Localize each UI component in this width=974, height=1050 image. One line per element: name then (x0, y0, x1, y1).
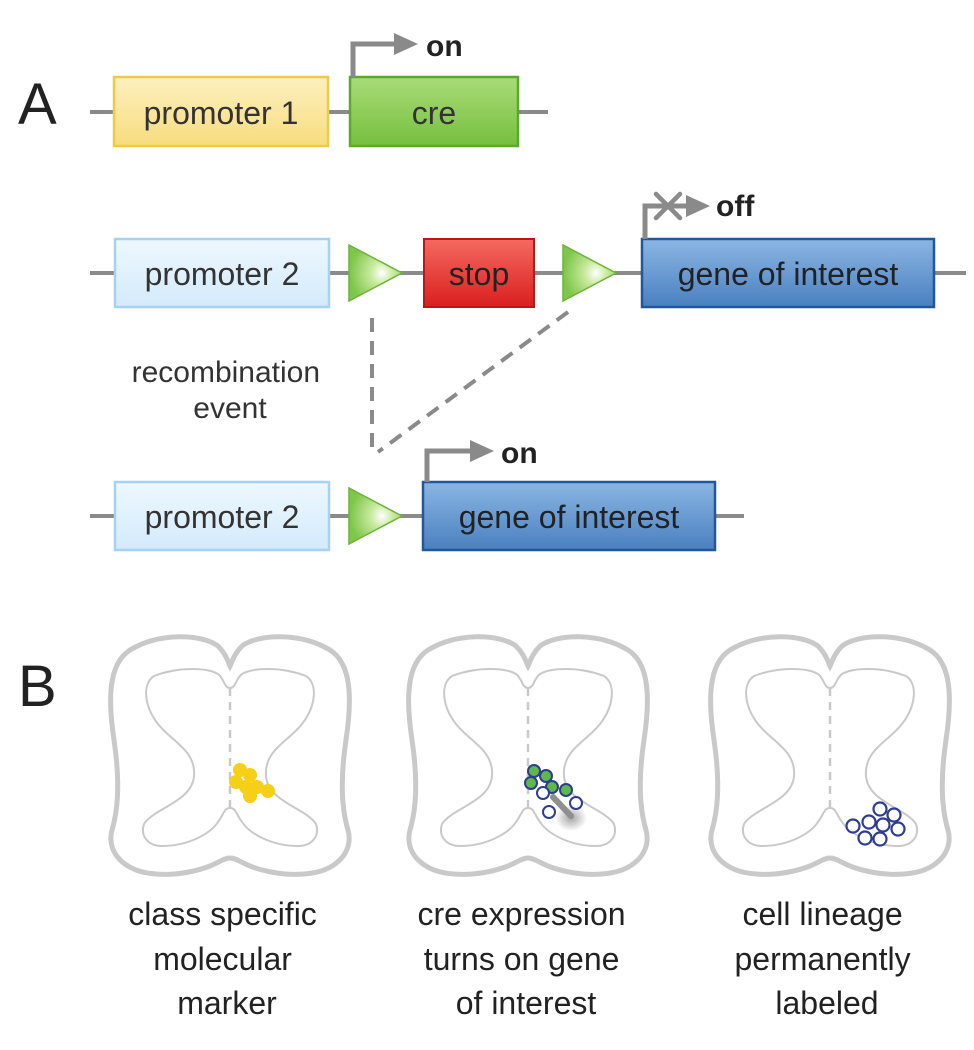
promoter-2-label: promoter 2 (145, 256, 300, 292)
caption-2-line-3: of interest (456, 985, 597, 1021)
spinal-cord-section-3 (711, 637, 950, 875)
stop-label: stop (449, 256, 509, 292)
promoter-1-label: promoter 1 (144, 95, 299, 131)
cre-box (348, 75, 520, 148)
gene-status-off: off (716, 190, 755, 223)
gene-of-interest-box (640, 237, 936, 309)
panel-a-label: A (18, 72, 57, 137)
transcription-arrow-icon (424, 448, 472, 482)
caption-3-line-3: labeled (775, 985, 878, 1021)
caption-1-line-2: molecular (153, 941, 292, 977)
arrowhead-icon (394, 33, 418, 55)
recombination-label-line1: recombination (132, 356, 320, 389)
cre-status-on: on (426, 30, 463, 63)
caption-1: class specific molecular marker (128, 896, 325, 1021)
construct-3: promoter 2 gene of interest on (90, 437, 744, 552)
gene-of-interest-box (421, 480, 717, 552)
promoter-2-label: promoter 2 (145, 499, 300, 535)
promoter-2-box (113, 237, 331, 309)
labeled-lineage-cells (845, 801, 906, 847)
blocked-x-icon (653, 191, 683, 221)
stop-box (423, 238, 535, 308)
gene-of-interest-label: gene of interest (459, 499, 680, 535)
panel-b-label: B (18, 654, 57, 719)
yellow-cell-cluster (229, 763, 275, 803)
transcription-arrow-icon (642, 203, 688, 239)
migration-arrow (550, 794, 574, 819)
caption-1-line-3: marker (177, 985, 277, 1021)
caption-3-line-1: cell lineage (743, 896, 903, 932)
caption-2-line-1: cre expression (418, 896, 626, 932)
caption-2: cre expression turns on gene of interest (418, 896, 635, 1021)
gene-of-interest-label: gene of interest (678, 256, 899, 292)
cre-label: cre (412, 95, 456, 131)
recombination-label-line2: event (193, 392, 267, 425)
loxp-site-2-icon (562, 243, 618, 303)
cre-expressing-cells (524, 764, 583, 819)
promoter-2-box (113, 480, 331, 552)
recombination-label: recombination event (132, 356, 329, 425)
transcription-arrow-icon (350, 41, 396, 77)
loxp-site-1-icon (348, 243, 404, 303)
recombination-dashed-line-right (376, 310, 570, 454)
caption-3: cell lineage permanently labeled (735, 896, 920, 1021)
caption-2-line-2: turns on gene (424, 941, 620, 977)
spinal-cord-section-1 (111, 637, 350, 875)
caption-3-line-2: permanently (735, 941, 911, 977)
promoter-1-box (112, 75, 330, 148)
construct-2: promoter 2 stop gene of interest off (90, 190, 966, 309)
caption-1-line-1: class specific (128, 896, 317, 932)
construct-1: promoter 1 cre on (90, 30, 548, 148)
spinal-cord-section-2 (409, 637, 648, 875)
loxp-site-icon (348, 486, 404, 546)
arrowhead-icon (470, 440, 494, 462)
arrowhead-icon (686, 195, 710, 217)
gene-status-on: on (501, 437, 538, 470)
